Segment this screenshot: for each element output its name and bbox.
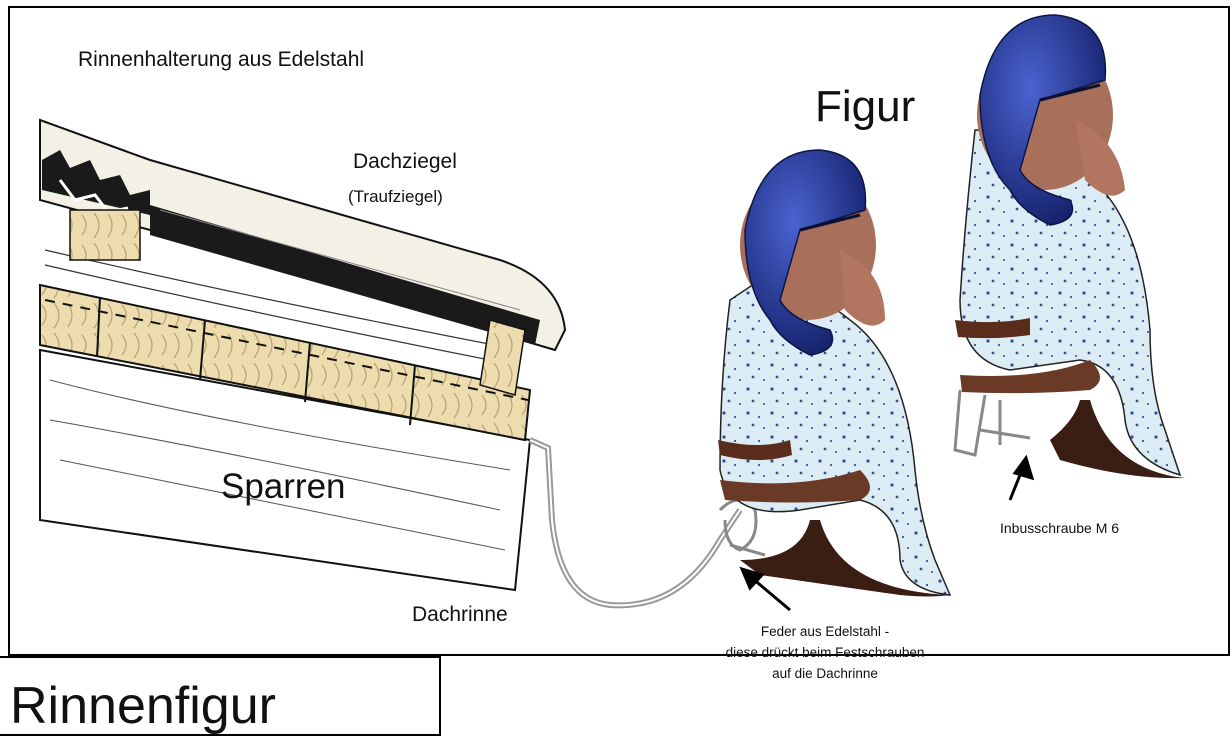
figur-label: Figur xyxy=(815,82,915,132)
arrow-inbus xyxy=(1010,458,1032,500)
left-figure xyxy=(718,150,950,597)
sparren-label: Sparren xyxy=(221,467,346,507)
caption-title: Rinnenfigur xyxy=(10,676,276,736)
traufziegel-label: (Traufziegel) xyxy=(348,187,443,207)
feder-label-line3: auf die Dachrinne xyxy=(640,663,1010,684)
right-bracket-drawing xyxy=(955,390,1030,455)
bracket-title-label: Rinnenhalterung aus Edelstahl xyxy=(78,48,364,72)
dachrinne-label: Dachrinne xyxy=(412,603,508,627)
dachziegel-label: Dachziegel xyxy=(353,150,457,174)
caption-box: Rinnenfigur xyxy=(0,656,441,736)
feder-label-line2: diese drückt beim Festschrauben xyxy=(640,642,1010,663)
feder-label-line1: Feder aus Edelstahl - xyxy=(640,621,1010,642)
feder-label: Feder aus Edelstahl - diese drückt beim … xyxy=(640,621,1010,684)
right-figure xyxy=(955,15,1185,478)
inbusschraube-label: Inbusschraube M 6 xyxy=(1000,520,1119,536)
